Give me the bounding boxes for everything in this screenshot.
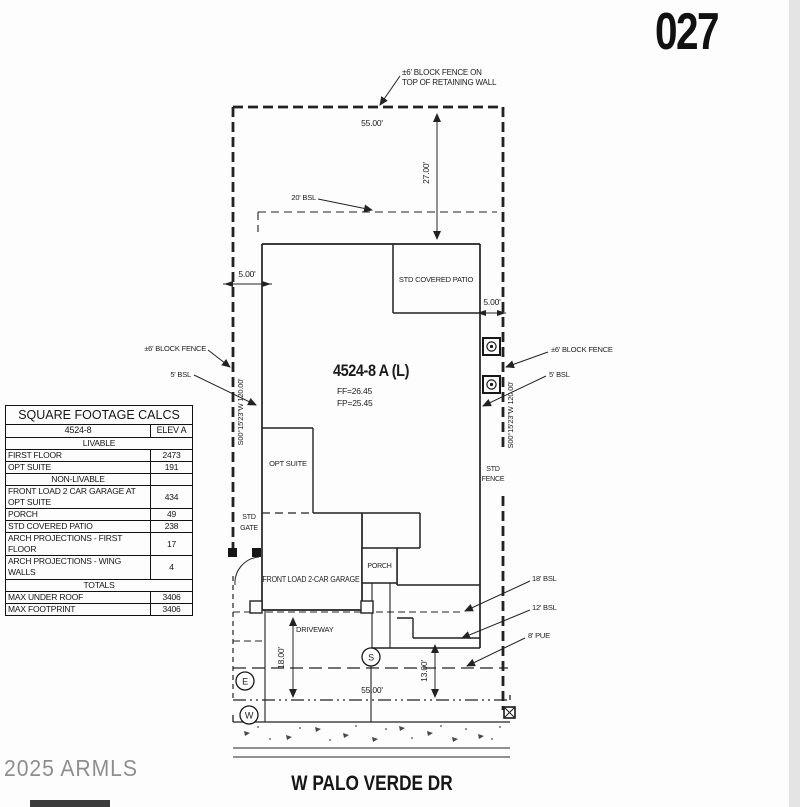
sheet-number: 027 <box>655 3 720 61</box>
house-outline <box>249 243 481 722</box>
fence-right-label: ±6' BLOCK FENCE <box>551 345 613 354</box>
redaction-bar <box>30 800 110 807</box>
lot-boundary <box>231 105 505 710</box>
street-name: W PALO VERDE DR <box>291 772 453 795</box>
fence-left-label: ±6' BLOCK FENCE <box>144 344 206 353</box>
model-label: 4524-8 A (L) <box>333 361 409 380</box>
std-gate-symbol <box>228 548 261 586</box>
svg-text:E: E <box>242 677 248 687</box>
square-footage-table: SQUARE FOOTAGE CALCS 4524-8 ELEV A LIVAB… <box>4 404 194 616</box>
dim-right-5: 5.00' <box>483 297 501 307</box>
leader-lines <box>193 75 549 667</box>
table-title: SQUARE FOOTAGE CALCS <box>4 404 194 426</box>
bearing-right: S00°15'23"W 120.00' <box>506 381 515 449</box>
monument-icon <box>503 706 516 719</box>
bsl-left-label: 5' BSL <box>170 370 191 379</box>
table-section-livable: LIVABLE <box>4 436 194 450</box>
patio-label: STD COVERED PATIO <box>399 275 474 284</box>
dim-left-5: 5.00' <box>238 269 256 279</box>
sewer-marker-icon: S <box>361 647 381 667</box>
table-section-nonlivable: NON-LIVABLE <box>5 473 194 487</box>
scan-edge-strip <box>789 0 800 807</box>
bsl-18-label: 18' BSL <box>532 574 557 583</box>
gate-label-1: STD <box>242 514 256 521</box>
porch-outline <box>361 547 398 584</box>
garage-label: FRONT LOAD 2-CAR GARAGE <box>263 575 360 584</box>
bearing-left: S00°15'23"W 120.00' <box>236 378 245 446</box>
bsl-right-label: 5' BSL <box>549 370 570 379</box>
gate-label-2: GATE <box>240 525 258 532</box>
dim-top-55: 55.00' <box>361 118 383 128</box>
entry-slab <box>371 617 480 649</box>
dim-driveway-18: 18.00' <box>276 647 286 669</box>
electric-marker-icon: E <box>235 671 255 691</box>
bsl-12-label: 12' BSL <box>532 603 557 612</box>
water-marker-icon: W <box>239 705 259 725</box>
fp-elevation: FP=25.45 <box>337 398 373 408</box>
fence-note-line2: TOP OF RETAINING WALL <box>402 78 497 87</box>
dimension-arrowheads <box>224 281 506 316</box>
opt-suite-label: OPT SUITE <box>269 459 307 468</box>
dim-walk-13: 13.00' <box>419 660 429 682</box>
dim-bottom-55: 55.00' <box>361 685 383 695</box>
svg-text:W: W <box>245 711 254 721</box>
sidewalk-stipple <box>244 725 501 742</box>
std-fence-label-1: STD <box>486 466 500 473</box>
pue-8-label: 8' PUE <box>528 631 550 640</box>
utility-box-icon <box>482 337 501 356</box>
table-section-totals: TOTALS <box>4 578 194 592</box>
street-lines <box>232 715 510 758</box>
porch-label: PORCH <box>367 563 391 570</box>
svg-text:S: S <box>368 653 374 663</box>
std-fence-label-2: FENCE <box>482 476 505 483</box>
driveway-label: DRIVEWAY <box>296 625 334 634</box>
ff-elevation: FF=26.45 <box>337 386 372 396</box>
fence-note-line1: ±6' BLOCK FENCE ON <box>402 68 482 77</box>
bsl-20-label: 20' BSL <box>291 193 316 202</box>
dim-depth-27: 27.00' <box>421 162 431 184</box>
watermark: 2025 ARMLS <box>4 755 138 781</box>
utility-box-icon <box>482 375 501 394</box>
